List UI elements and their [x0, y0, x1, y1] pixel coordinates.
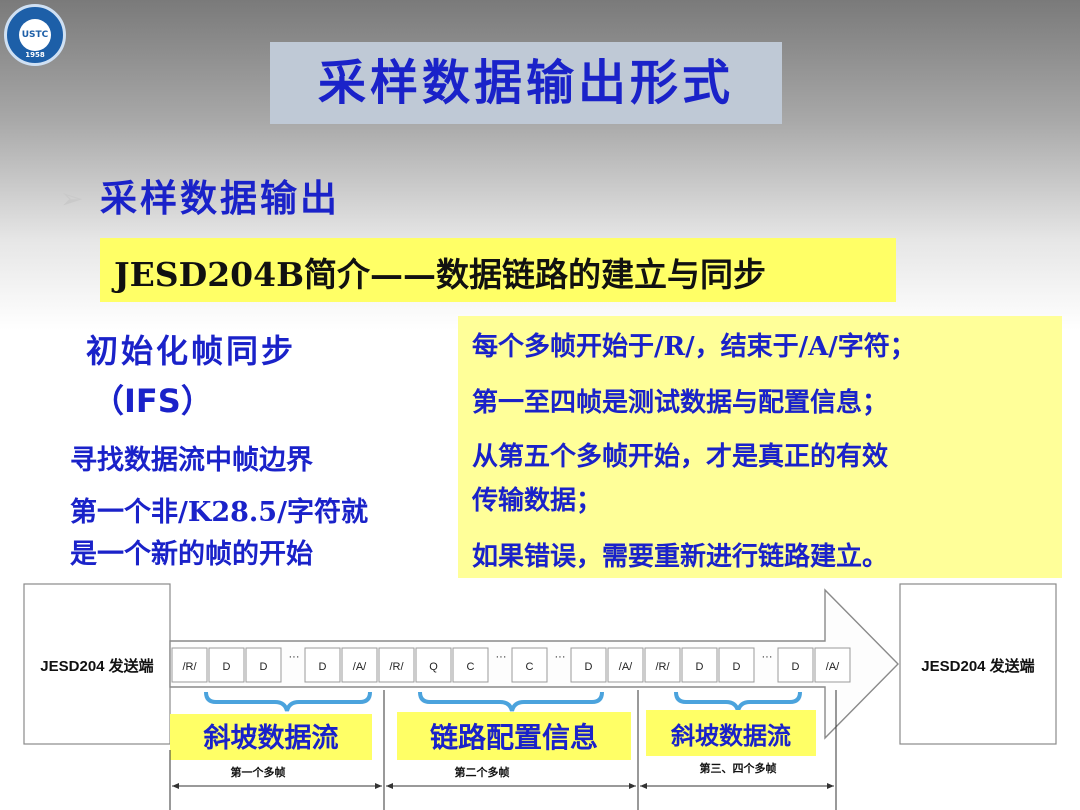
note-line: 每个多帧开始于/R/，结束于/A/字符；	[472, 332, 916, 362]
frame-label-1: 第一个多帧	[231, 765, 286, 779]
frame-cell	[644, 647, 681, 683]
sender-label-right: JESD204 发送端	[921, 657, 1034, 675]
label-config: 链路配置信息	[430, 721, 598, 754]
ellipsis-mark: ···	[496, 651, 507, 663]
frame-cell	[777, 647, 814, 683]
left-line: 第一个非/K28.5/字符就	[70, 497, 368, 528]
frame-cell-label: /A/	[353, 661, 367, 673]
label-ramp-1: 斜坡数据流	[203, 723, 339, 754]
frame-cell-label: /R/	[389, 661, 404, 673]
frame-cell-label: C	[526, 661, 534, 673]
frame-cell	[511, 647, 548, 683]
arrow-bullet-icon: ➢	[60, 182, 84, 215]
frame-cell	[208, 647, 245, 683]
ifs-abbrev: （IFS）	[92, 382, 213, 420]
frame-cell-label: D	[696, 661, 704, 673]
ifs-heading: 初始化帧同步	[86, 332, 297, 370]
university-logo: USTC 1958	[4, 4, 66, 66]
frame-cell-label: D	[585, 661, 593, 673]
highlight-box: JESD204B简介——数据链路的建立与同步	[100, 238, 896, 302]
section-heading: 采样数据输出	[100, 176, 340, 220]
frame-cell	[570, 647, 607, 683]
brace-3	[674, 691, 802, 712]
ellipsis-mark: ···	[289, 651, 300, 663]
frame-cell-label: /R/	[655, 661, 670, 673]
note-line: 如果错误，需要重新进行链路建立。	[472, 542, 889, 572]
label-box-3	[646, 710, 816, 756]
frame-cell-label: /A/	[826, 661, 840, 673]
frame-cell	[171, 647, 208, 683]
frame-cell	[718, 647, 755, 683]
frame-cell	[304, 647, 341, 683]
ellipsis-mark: ···	[762, 651, 773, 663]
frame-cell	[814, 647, 851, 683]
frame-cell	[607, 647, 644, 683]
frame-cell	[341, 647, 378, 683]
label-box-2	[397, 712, 631, 760]
frame-label-3: 第三、四个多帧	[700, 761, 777, 775]
left-line: 是一个新的帧的开始	[70, 539, 313, 570]
sender-box-left	[23, 583, 171, 745]
label-ramp-2: 斜坡数据流	[670, 721, 791, 750]
logo-year: 1958	[25, 51, 45, 59]
frame-cell	[415, 647, 452, 683]
frame-cell	[378, 647, 415, 683]
label-box-1	[170, 714, 372, 760]
frame-cell-label: /R/	[182, 661, 197, 673]
frame-cell	[681, 647, 718, 683]
frame-diagram: JESD204 发送端 JESD204 发送端 /R/D D ··· D/A/ /R/Q…	[23, 583, 1057, 810]
frame-cell-label: C	[467, 661, 475, 673]
dimension-arrowheads	[172, 783, 834, 789]
frame-cell	[245, 647, 282, 683]
frame-label-2: 第二个多帧	[455, 765, 510, 779]
notes-box: 每个多帧开始于/R/，结束于/A/字符； 第一至四帧是测试数据与配置信息； 从第…	[458, 316, 1062, 578]
brace-2	[418, 691, 604, 712]
frame-cell-label: D	[792, 661, 800, 673]
logo-text: USTC	[19, 19, 51, 51]
frame-cell-label: D	[319, 661, 327, 673]
frame-cell-label: /A/	[619, 661, 633, 673]
page-title: 采样数据输出形式	[270, 42, 782, 124]
left-line: 寻找数据流中帧边界	[70, 445, 313, 476]
ellipsis-mark: ···	[555, 651, 566, 663]
sender-label-left: JESD204 发送端	[40, 657, 153, 675]
frame-cell-label: D	[223, 661, 231, 673]
frame-cell-label: D	[733, 661, 741, 673]
note-line: 从第五个多帧开始，才是真正的有效	[472, 442, 889, 472]
note-line: 第一至四帧是测试数据与配置信息；	[472, 388, 889, 418]
brace-1	[204, 691, 372, 712]
highlight-text: JESD204B简介——数据链路的建立与同步	[114, 255, 766, 294]
frame-dimension-lines	[169, 690, 837, 810]
frame-cell-label: Q	[429, 661, 438, 673]
note-line: 传输数据；	[472, 486, 603, 516]
frame-cell	[452, 647, 489, 683]
sender-box-right	[899, 583, 1057, 745]
frame-cell-label: D	[260, 661, 268, 673]
